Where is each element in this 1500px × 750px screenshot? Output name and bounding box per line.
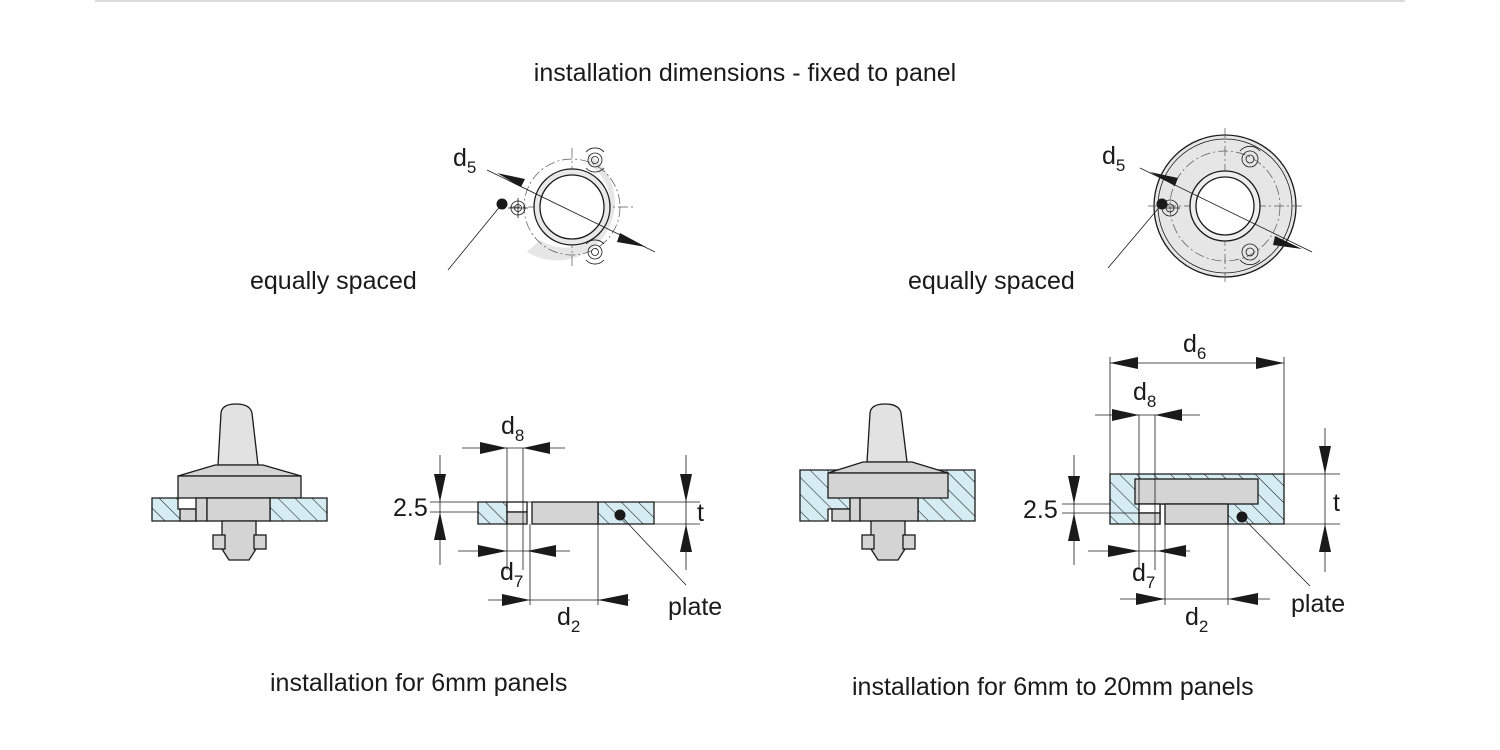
- d5-label-left: d5: [453, 144, 476, 177]
- assembly-section-6-20mm: [799, 403, 976, 561]
- dim-2-5-left: 2.5: [393, 494, 428, 522]
- equally-spaced-note-right: equally spaced: [908, 267, 1075, 295]
- plate-label-left: plate: [668, 593, 722, 621]
- top-left-plan-view: [447, 147, 656, 271]
- d2-label-left: d2: [557, 603, 580, 636]
- plate-label-right: plate: [1291, 590, 1345, 618]
- d7-label-left: d7: [500, 558, 523, 591]
- t-label-right: t: [1333, 489, 1340, 517]
- page-title: installation dimensions - fixed to panel: [534, 59, 956, 87]
- d8-label-left: d8: [501, 412, 524, 445]
- d5-label-right: d5: [1102, 142, 1125, 175]
- mounting-hole-icon: [1239, 145, 1261, 168]
- caption-6mm: installation for 6mm panels: [270, 669, 567, 697]
- mounting-hole-icon: [585, 239, 605, 265]
- assembly-section-6mm: [151, 403, 328, 561]
- mounting-hole-icon: [1239, 243, 1261, 266]
- panel-cutout-6mm: [430, 442, 700, 606]
- d7-label-right: d7: [1132, 559, 1155, 592]
- caption-6-20mm: installation for 6mm to 20mm panels: [852, 673, 1254, 701]
- dim-2-5-right: 2.5: [1023, 496, 1058, 524]
- d6-label-right: d6: [1183, 330, 1206, 363]
- top-right-plan-view: [1107, 128, 1313, 283]
- t-label-left: t: [697, 499, 704, 527]
- equally-spaced-note-left: equally spaced: [250, 267, 417, 295]
- d8-label-right: d8: [1133, 378, 1156, 411]
- mounting-hole-icon: [585, 147, 605, 173]
- d2-label-right: d2: [1185, 603, 1208, 636]
- panel-cutout-6-20mm: [1062, 357, 1340, 605]
- mounting-hole-icon: [508, 198, 528, 218]
